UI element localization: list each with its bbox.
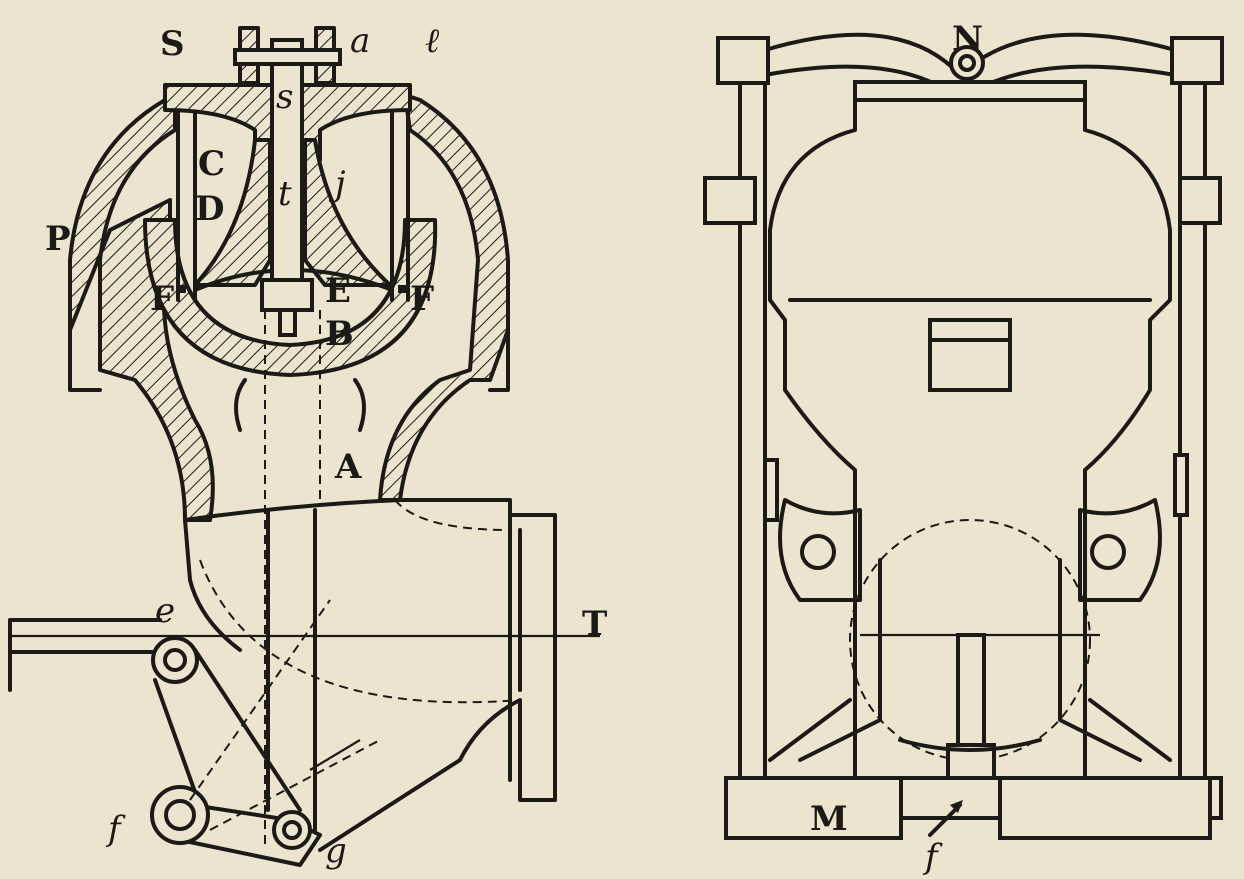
label-e: e — [155, 591, 175, 631]
label-t: t — [278, 174, 292, 214]
label-B: B — [325, 314, 354, 354]
label-P: P — [45, 219, 71, 259]
label-A: A — [334, 447, 362, 487]
cylinder — [176, 98, 410, 302]
label-g: g — [325, 831, 347, 871]
nut-E — [260, 278, 314, 312]
label-s: s — [276, 77, 293, 117]
lower-body — [183, 498, 557, 852]
left-section-view — [8, 26, 600, 867]
label-b: ℓ — [425, 21, 439, 61]
label-E: E — [325, 271, 351, 311]
label-D: D — [195, 189, 224, 229]
label-f: f — [105, 809, 126, 849]
label-N: N — [952, 19, 983, 59]
label-a: a — [350, 21, 370, 61]
cone-D — [193, 138, 272, 287]
stem-s — [270, 38, 304, 292]
outer-casing-right — [378, 93, 510, 502]
label-F-left: F — [150, 279, 174, 319]
label-T: T — [582, 604, 607, 644]
outer-casing — [68, 93, 215, 522]
label-M: M — [810, 799, 848, 839]
label-f-right: f — [922, 837, 943, 877]
label-S: S — [160, 24, 185, 64]
label-C: C — [198, 144, 225, 184]
label-F-right: F — [410, 279, 434, 319]
piston-cup-B — [143, 218, 438, 377]
cone-j — [303, 138, 392, 287]
right-front-view — [703, 32, 1224, 840]
